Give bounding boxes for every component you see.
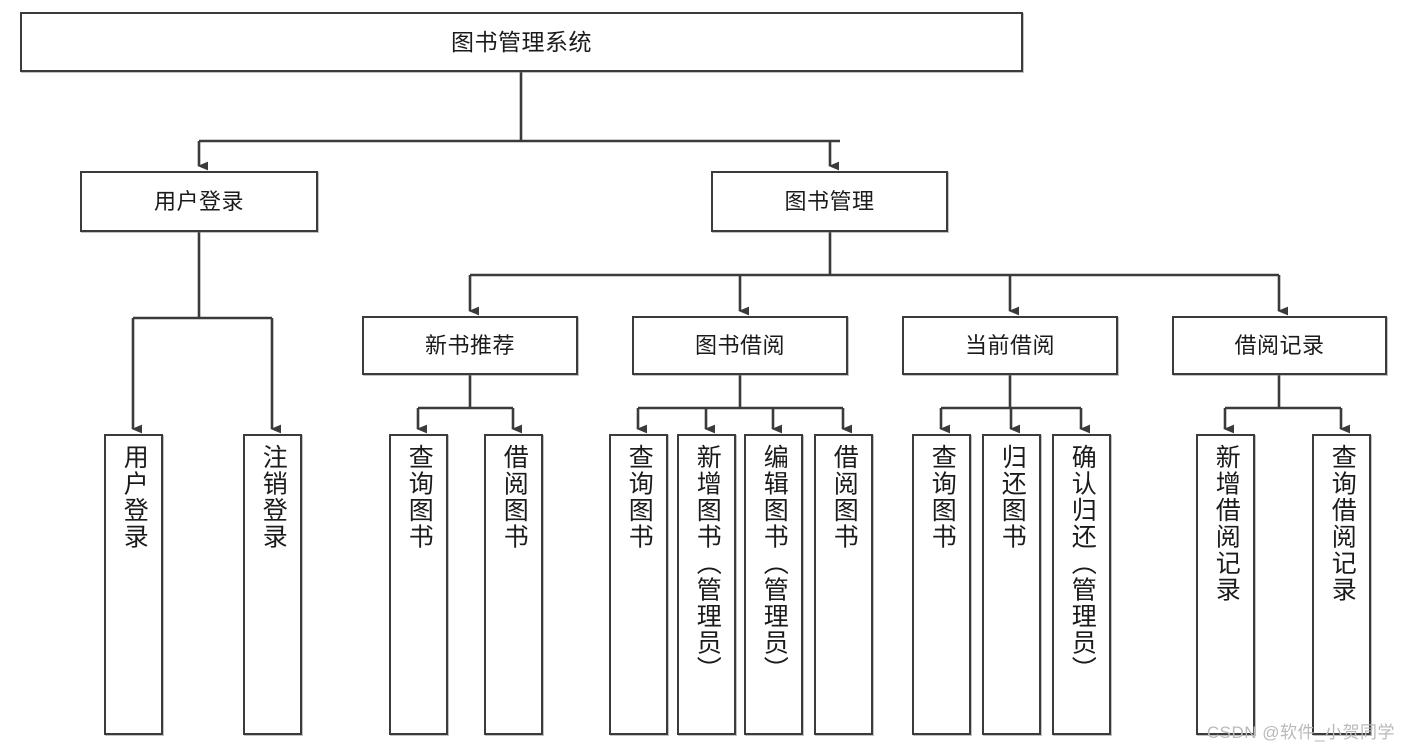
leaf-book-borrow-query[interactable]: 查询图书 — [609, 434, 668, 735]
node-label: 新增借阅记录 — [1212, 444, 1241, 603]
node-label: 归还图书 — [998, 444, 1027, 550]
node-root-system[interactable]: 图书管理系统 — [20, 12, 1023, 72]
node-current-borrow[interactable]: 当前借阅 — [902, 316, 1118, 375]
leaf-book-borrow-edit[interactable]: 编辑图书（管理员） — [744, 434, 803, 735]
leaf-book-borrow-borrow[interactable]: 借阅图书 — [814, 434, 873, 735]
node-book-management[interactable]: 图书管理 — [711, 171, 948, 232]
node-label: 图书借阅 — [694, 332, 785, 358]
node-label: 编辑图书（管理员） — [760, 444, 789, 683]
node-label: 新增图书（管理员） — [693, 444, 722, 683]
node-label: 图书管理 — [784, 188, 875, 214]
node-label: 借阅图书 — [830, 444, 859, 550]
leaf-current-borrow-query[interactable]: 查询图书 — [912, 434, 971, 735]
node-label: 查询借阅记录 — [1328, 444, 1357, 603]
leaf-current-borrow-confirm-return[interactable]: 确认归还（管理员） — [1052, 434, 1111, 735]
node-label: 借阅记录 — [1234, 332, 1325, 358]
node-label: 查询图书 — [625, 444, 654, 550]
leaf-borrow-record-add[interactable]: 新增借阅记录 — [1196, 434, 1255, 735]
node-label: 查询图书 — [928, 444, 957, 550]
node-borrow-record[interactable]: 借阅记录 — [1172, 316, 1387, 375]
node-label: 用户登录 — [120, 444, 149, 550]
leaf-new-book-borrow[interactable]: 借阅图书 — [484, 434, 543, 735]
leaf-current-borrow-return[interactable]: 归还图书 — [982, 434, 1041, 735]
leaf-user-login-logout[interactable]: 注销登录 — [243, 434, 302, 735]
node-user-login[interactable]: 用户登录 — [80, 171, 318, 232]
node-label: 确认归还（管理员） — [1068, 444, 1097, 683]
leaf-user-login-login[interactable]: 用户登录 — [104, 434, 163, 735]
leaf-new-book-query[interactable]: 查询图书 — [389, 434, 448, 735]
node-label: 用户登录 — [153, 188, 244, 214]
node-label: 借阅图书 — [500, 444, 529, 550]
leaf-borrow-record-query[interactable]: 查询借阅记录 — [1312, 434, 1371, 735]
node-label: 注销登录 — [259, 444, 288, 550]
watermark-text: CSDN @软件_小贺同学 — [1206, 723, 1395, 742]
leaf-book-borrow-add[interactable]: 新增图书（管理员） — [677, 434, 736, 735]
node-book-borrow[interactable]: 图书借阅 — [632, 316, 848, 375]
node-label: 查询图书 — [405, 444, 434, 550]
node-label: 图书管理系统 — [451, 28, 592, 55]
node-new-book-recommend[interactable]: 新书推荐 — [362, 316, 578, 375]
node-label: 当前借阅 — [964, 332, 1055, 358]
node-label: 新书推荐 — [424, 332, 515, 358]
